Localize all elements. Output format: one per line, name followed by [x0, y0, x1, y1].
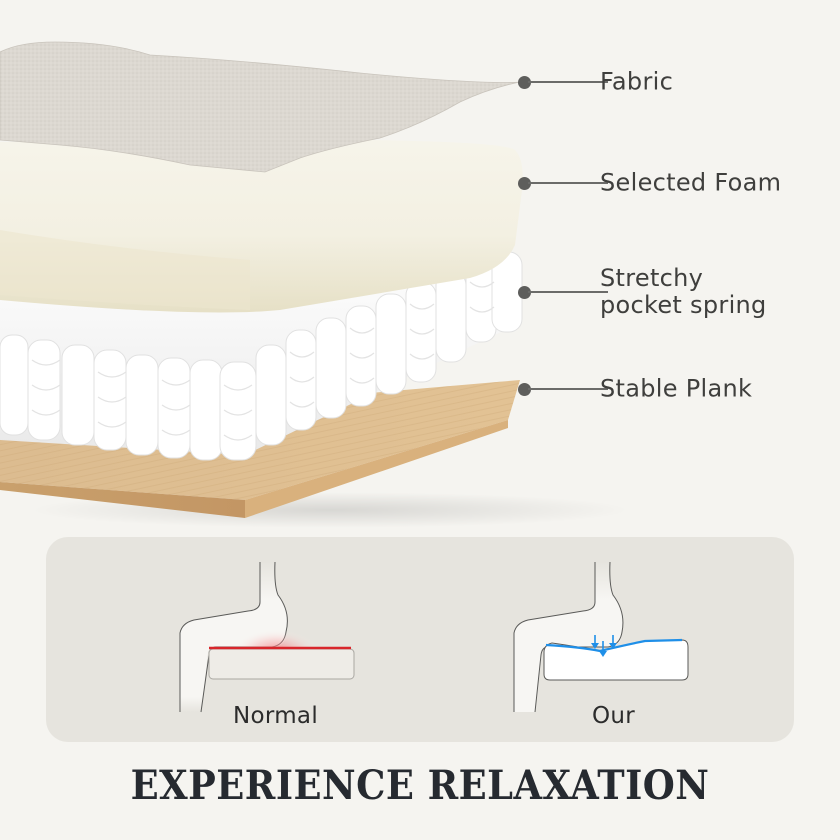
spring-label-line1: Stretchy: [600, 264, 704, 292]
foam-layer: [0, 140, 523, 313]
our-label: Our: [592, 703, 636, 729]
cushion-ours: [543, 639, 689, 681]
mattress-layers-illustration: Fabric Selected Foam Stretchy pocket spr…: [0, 41, 782, 528]
callout-dot-icon: [518, 382, 531, 396]
fabric-label: Fabric: [600, 67, 674, 96]
even-support-arrows-icon: [591, 635, 617, 657]
plank-label: Stable Plank: [600, 374, 753, 403]
callout-dot-icon: [518, 75, 531, 89]
callout-leader-line: [528, 81, 608, 83]
comparison-ours: Our: [420, 537, 794, 742]
spring-label-line2: pocket spring: [600, 291, 767, 319]
spring-label: Stretchy pocket spring: [600, 265, 767, 319]
callout-leader-line: [528, 182, 608, 184]
fabric-layer: [0, 41, 521, 173]
normal-label: Normal: [233, 703, 319, 729]
support-contour-line: [545, 638, 683, 653]
callout-dot-icon: [518, 285, 531, 299]
comparison-panel: Normal Our: [46, 537, 794, 742]
headline: EXPERIENCE RELAXATION: [130, 762, 710, 809]
callout-leader-line: [528, 291, 608, 293]
callout-dot-icon: [518, 176, 531, 190]
callout-leader-line: [528, 388, 608, 390]
normal-seat-illustration: [179, 561, 355, 713]
cushion-normal: [208, 648, 355, 680]
comparison-normal: Normal: [46, 537, 420, 742]
foam-label: Selected Foam: [600, 168, 782, 197]
exploded-layers-graphic: [0, 41, 630, 528]
our-seat-illustration: [513, 561, 689, 713]
